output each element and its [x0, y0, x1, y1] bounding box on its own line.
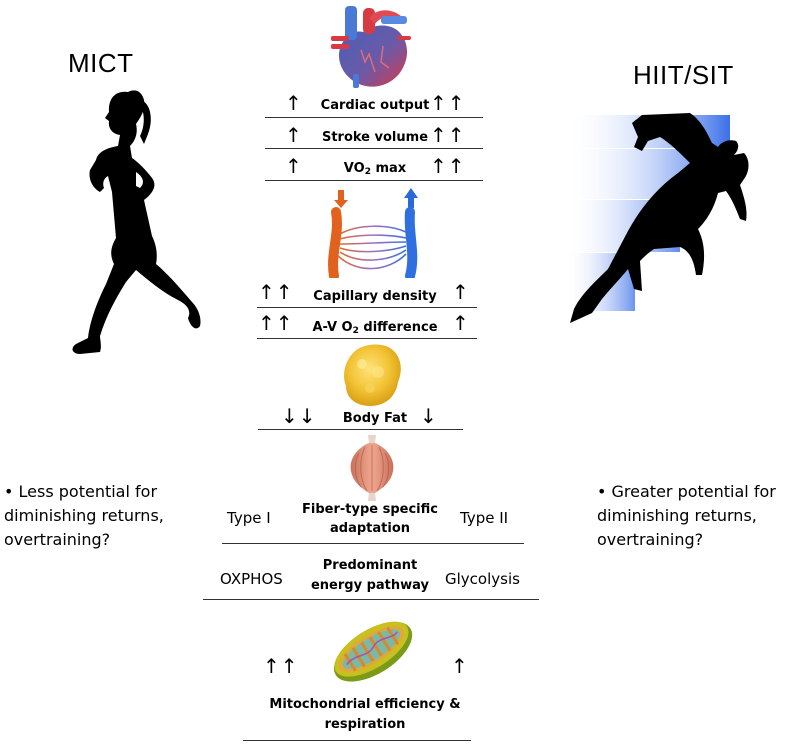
vo2max-label-tail: max [370, 161, 407, 176]
divider [265, 117, 483, 118]
divider [257, 307, 477, 308]
divider [258, 429, 463, 430]
hiit-sit-note: • Greater potential for diminishing retu… [597, 482, 776, 549]
stroke-volume-mict-arrow: ↑ [285, 123, 303, 147]
energy-pathway-hiit-value: Glycolysis [445, 570, 520, 588]
divider [257, 338, 477, 339]
av-o2-difference-label: A-V O2 difference [300, 320, 450, 336]
cardiac-output-label: Cardiac output [320, 98, 430, 113]
capillary-density-hiit-arrow: ↑ [452, 280, 470, 304]
divider [222, 543, 524, 544]
muscle-icon [350, 435, 394, 501]
mitochondrial-efficiency-hiit-arrow: ↑ [451, 654, 469, 678]
sprinter-silhouette-icon [565, 113, 749, 323]
energy-pathway-label-line2: energy pathway [310, 578, 429, 593]
energy-pathway-label-line1: Predominant [322, 558, 418, 573]
stroke-volume-hiit-arrow: ↑↑ [430, 123, 466, 147]
cardiac-output-hiit-arrow: ↑↑ [430, 91, 466, 115]
mict-title: MICT [68, 48, 134, 78]
mitochondrial-efficiency-label-line1: Mitochondrial efficiency & [269, 697, 461, 712]
av-o2-label-tail: difference [358, 320, 438, 335]
cardiac-output-mict-arrow: ↑ [285, 91, 303, 115]
body-fat-mict-arrow: ↓↓ [281, 404, 317, 428]
capillary-bed-icon [328, 188, 418, 278]
body-fat-label: Body Fat [342, 411, 408, 426]
adipose-tissue-icon [344, 344, 401, 406]
fiber-type-mict-value: Type I [227, 509, 271, 527]
divider [203, 599, 539, 600]
vo2max-label-main: VO [343, 161, 365, 176]
av-o2-label-sub: 2 [352, 326, 359, 336]
body-fat-hiit-arrow: ↓ [420, 404, 438, 428]
vo2max-label: VO2 max [300, 161, 450, 177]
vo2max-label-sub: 2 [364, 167, 371, 177]
fiber-type-label-line2: adaptation [330, 521, 410, 536]
hiit-sit-title: HIIT/SIT [633, 60, 734, 90]
divider [265, 148, 483, 149]
vo2max-mict-arrow: ↑ [285, 154, 303, 178]
capillary-density-label: Capillary density [313, 289, 437, 304]
mitochondrial-efficiency-label-line2: respiration [324, 717, 406, 732]
stroke-volume-label: Stroke volume [321, 130, 429, 145]
fiber-type-hiit-value: Type II [460, 509, 509, 527]
mitochondrial-efficiency-mict-arrow: ↑↑ [263, 654, 299, 678]
divider [243, 740, 471, 741]
divider [265, 180, 483, 181]
av-o2-difference-mict-arrow: ↑↑ [258, 311, 294, 335]
capillary-density-mict-arrow: ↑↑ [258, 280, 294, 304]
mitochondrion-icon [333, 621, 413, 682]
female-runner-silhouette-icon [72, 90, 201, 354]
energy-pathway-mict-value: OXPHOS [220, 570, 283, 588]
av-o2-difference-hiit-arrow: ↑ [452, 311, 470, 335]
mict-note: • Less potential for diminishing returns… [4, 482, 164, 549]
vo2max-hiit-arrow: ↑↑ [430, 154, 466, 178]
av-o2-label-main: A-V O [312, 320, 353, 335]
heart-icon [331, 6, 411, 88]
fiber-type-label-line1: Fiber-type specific [302, 502, 438, 517]
